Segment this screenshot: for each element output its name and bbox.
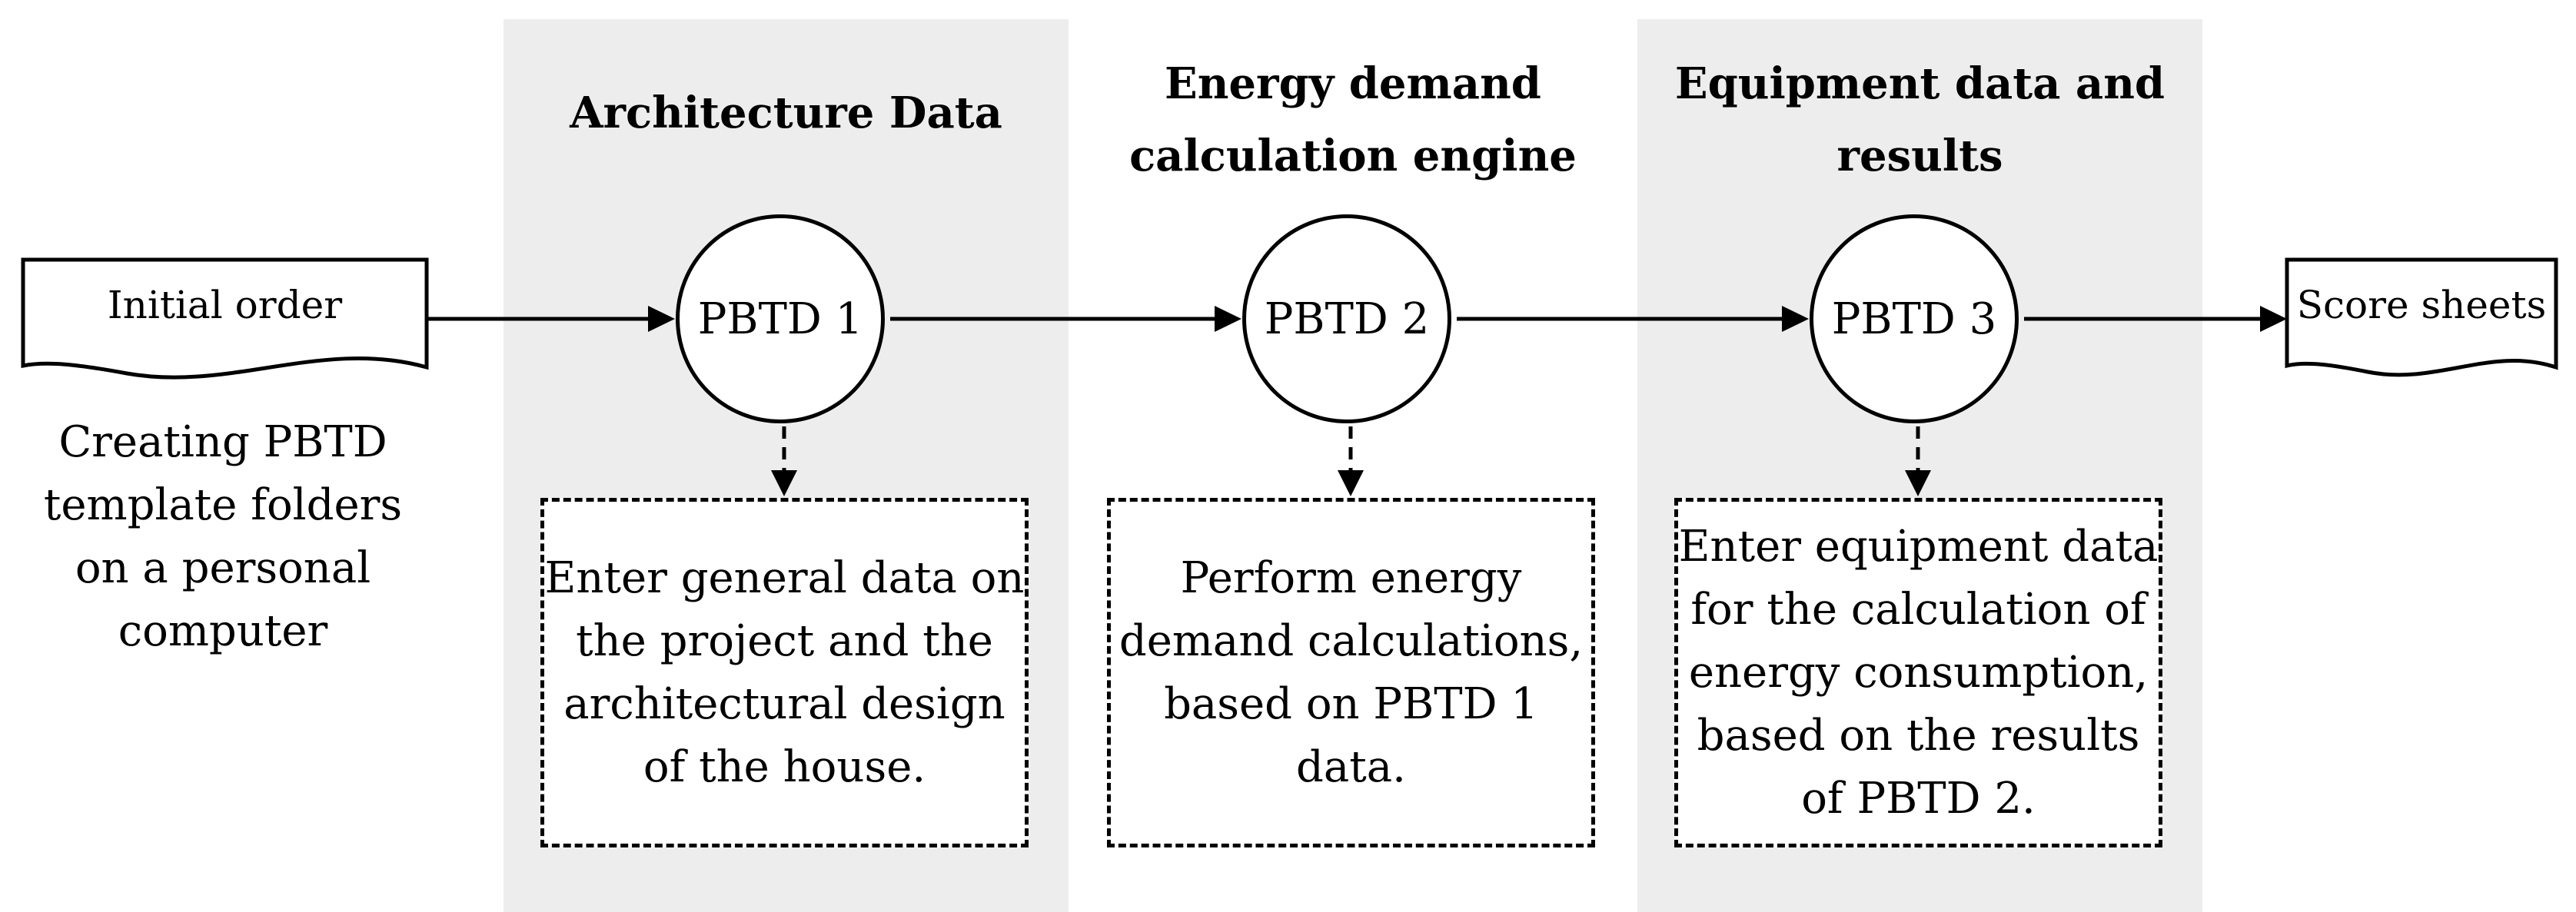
- start-note-line: on a personal: [75, 543, 371, 593]
- stage-title-2: Energy demand calculation engine: [1069, 48, 1637, 192]
- description-line: Perform energy: [1180, 552, 1522, 603]
- stage-title-line: calculation engine: [1129, 131, 1577, 181]
- arrowhead-pbtd3: [1782, 306, 1809, 332]
- score-sheets-document-shape: [2285, 257, 2558, 377]
- start-note-line: computer: [118, 606, 328, 656]
- pbtd3-node: PBTD 3: [1810, 214, 2019, 423]
- initial-order-label: Initial order: [107, 283, 343, 327]
- dashed-arrowhead-pbtd1: [771, 470, 797, 496]
- description-line: architectural design: [563, 678, 1005, 729]
- stage-title-line: Energy demand: [1165, 58, 1541, 109]
- description-line: for the calculation of: [1690, 584, 2146, 635]
- description-line: of the house.: [643, 741, 926, 792]
- start-note-line: Creating PBTD: [58, 417, 387, 467]
- stage-title-3: Equipment data and results: [1637, 48, 2202, 192]
- arrowhead-pbtd2: [1215, 306, 1241, 332]
- description-line: of PBTD 2.: [1801, 773, 2036, 824]
- initial-order-document-shape: [21, 257, 429, 380]
- pbtd1-node: PBTD 1: [676, 214, 885, 423]
- stage-description-2: Perform energy demand calculations, base…: [1107, 498, 1595, 847]
- pbtd2-node: PBTD 2: [1242, 214, 1451, 423]
- stage-title-line: Equipment data and: [1674, 58, 2166, 109]
- description-line: Enter general data on: [544, 552, 1025, 603]
- dashed-arrowhead-pbtd3: [1905, 470, 1931, 496]
- dashed-arrowhead-pbtd2: [1338, 470, 1364, 496]
- description-line: Enter equipment data: [1678, 521, 2159, 572]
- description-line: the project and the: [576, 615, 993, 666]
- stage-title-1: Architecture Data: [504, 77, 1069, 149]
- score-sheets-label: Score sheets: [2296, 283, 2547, 327]
- description-line: energy consumption,: [1688, 647, 2149, 698]
- start-note-line: template folders: [43, 480, 403, 530]
- stage-title-line: results: [1836, 131, 2003, 181]
- stage-description-1: Enter general data on the project and th…: [540, 498, 1029, 847]
- arrowhead-pbtd1: [648, 306, 675, 332]
- description-line: demand calculations,: [1118, 615, 1584, 666]
- description-line: based on PBTD 1: [1164, 678, 1538, 729]
- start-note: Creating PBTD template folders on a pers…: [15, 411, 430, 663]
- stage-description-3: Enter equipment data for the calculation…: [1674, 498, 2162, 847]
- stage-title-line: Architecture Data: [570, 88, 1002, 138]
- description-line: based on the results: [1697, 710, 2140, 761]
- arrowhead-score: [2260, 306, 2287, 332]
- description-line: data.: [1296, 741, 1406, 792]
